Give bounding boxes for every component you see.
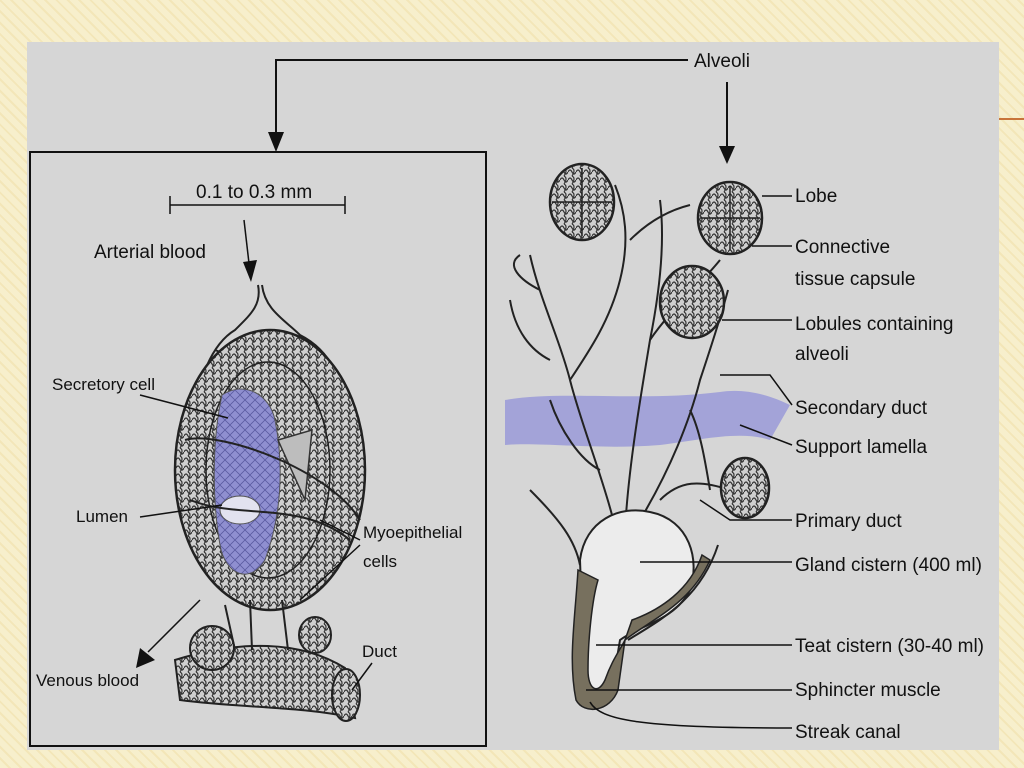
duct-structure (173, 599, 361, 722)
label-connective-1: Connective (795, 237, 890, 258)
label-duct: Duct (362, 642, 397, 661)
lobule-middle (658, 264, 726, 340)
label-support-lamella: Support lamella (795, 437, 927, 458)
label-lumen: Lumen (76, 507, 128, 526)
lobe-top-right (696, 180, 764, 256)
label-myoepithelial-2: cells (363, 552, 397, 571)
label-gland-cistern: Gland cistern (400 ml) (795, 555, 982, 576)
label-myoepithelial-1: Myoepithelial (363, 523, 462, 542)
label-secretory-cell: Secretory cell (52, 375, 155, 394)
teat-wall-left (571, 568, 626, 710)
alveolus-detail-box (29, 151, 487, 747)
right-leader-lines (586, 195, 793, 729)
label-teat-cistern: Teat cistern (30-40 ml) (795, 636, 984, 657)
label-primary-duct: Primary duct (795, 511, 902, 532)
alveoli-pointer (268, 59, 735, 164)
label-venous-blood: Venous blood (36, 671, 139, 690)
teat-wall-right (623, 553, 711, 643)
label-streak-canal: Streak canal (795, 722, 901, 743)
label-lobe: Lobe (795, 186, 837, 207)
label-connective-2: tissue capsule (795, 269, 915, 290)
support-lamella-band (505, 390, 790, 447)
myoepithelial-strands (184, 437, 361, 541)
lumen-region (213, 388, 281, 575)
lobule-top-left (548, 162, 616, 242)
scale-bar (169, 196, 346, 214)
gland-cistern (578, 509, 695, 709)
decorative-rule (998, 118, 1024, 120)
label-sphincter: Sphincter muscle (795, 680, 941, 701)
label-arterial-blood: Arterial blood (94, 242, 206, 263)
label-lobules-1: Lobules containing (795, 314, 953, 335)
label-scale: 0.1 to 0.3 mm (196, 182, 312, 203)
lobule-lower (719, 456, 771, 520)
duct-tree (509, 184, 731, 521)
label-lobules-2: alveoli (795, 344, 849, 365)
label-secondary-duct: Secondary duct (795, 398, 928, 419)
label-alveoli: Alveoli (694, 51, 750, 72)
